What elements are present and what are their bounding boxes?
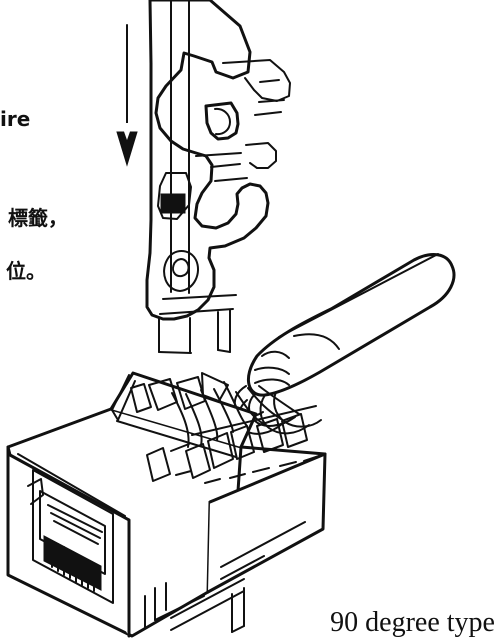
rj45-keystone-jack xyxy=(6,371,327,638)
down-arrow-icon xyxy=(116,24,138,167)
punch-down-tool xyxy=(145,0,291,354)
label-line-2: 標籤， xyxy=(8,206,68,230)
label-line-3: 位。 xyxy=(6,259,46,283)
network-cable xyxy=(233,253,456,435)
label-line-1: ire xyxy=(0,107,31,131)
figure-caption: 90 degree type xyxy=(330,607,495,638)
